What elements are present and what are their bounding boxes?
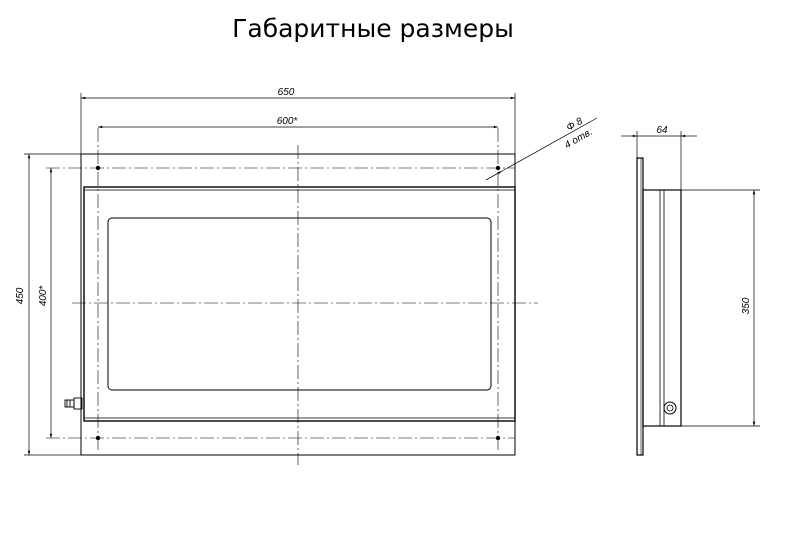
side-connector — [663, 401, 677, 415]
dim-depth: 64 — [656, 125, 668, 136]
dim-body-height: 350 — [741, 297, 752, 314]
front-dimensions — [24, 93, 598, 456]
dim-overall-height: 450 — [15, 287, 26, 304]
panel-body — [83, 186, 516, 422]
page-title: Габаритные размеры — [232, 14, 514, 43]
display-window — [107, 217, 492, 391]
hole-leader — [485, 117, 598, 181]
dim-mounting-height: 400* — [38, 285, 49, 307]
dim-mounting-width: 600* — [277, 116, 299, 127]
side-dimensions — [621, 131, 760, 427]
dim-overall-width: 650 — [278, 87, 295, 98]
center-lines — [46, 128, 538, 465]
side-view — [636, 157, 682, 456]
side-flange — [636, 157, 644, 456]
cable-gland — [64, 397, 83, 410]
front-view — [46, 128, 538, 465]
side-body — [642, 189, 682, 427]
